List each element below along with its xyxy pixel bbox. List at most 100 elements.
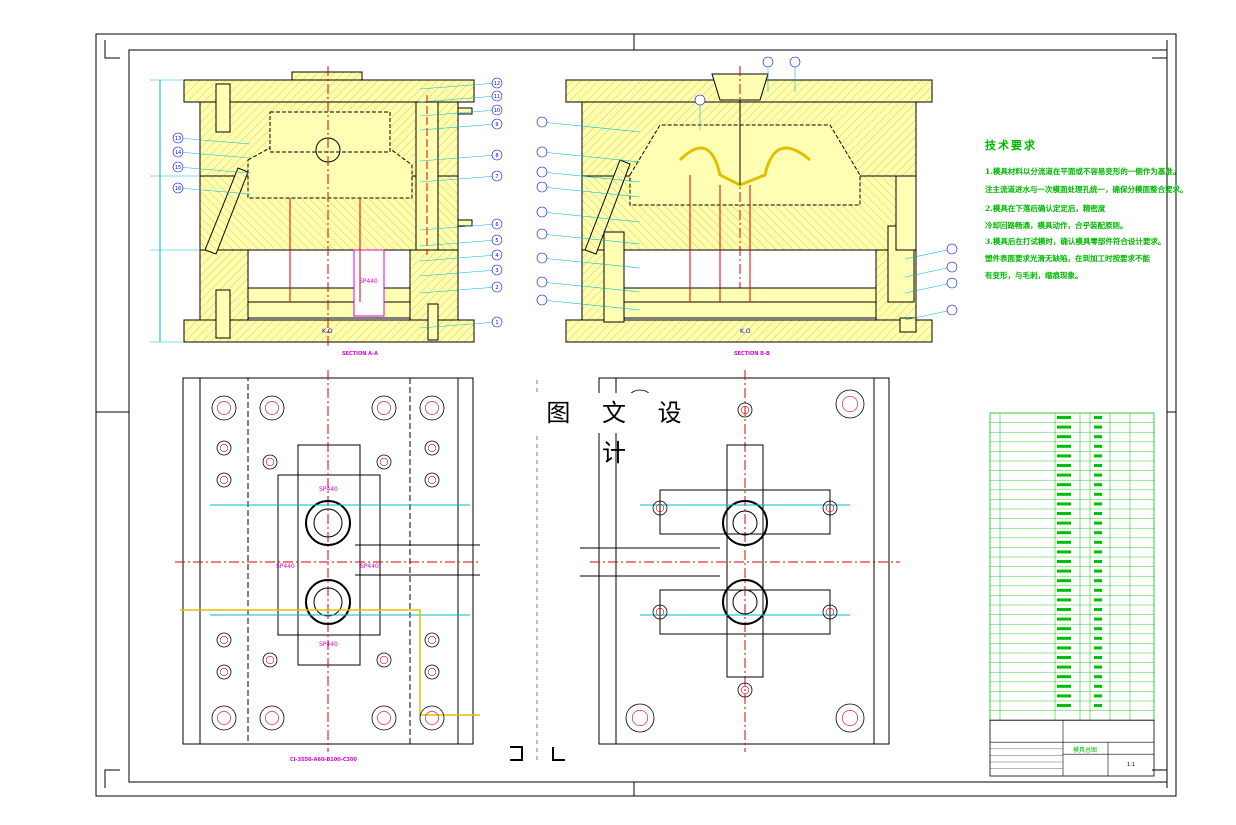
bolt-hole bbox=[376, 454, 392, 470]
sp-label-plan-3: SP440 bbox=[360, 563, 379, 570]
bom-row bbox=[1057, 569, 1102, 573]
balloon-29 bbox=[536, 252, 641, 269]
balloon-15: 15 bbox=[172, 161, 251, 174]
balloon-number: 13 bbox=[175, 136, 181, 142]
bolt-hole bbox=[424, 440, 440, 456]
balloon-30 bbox=[536, 276, 641, 293]
balloon-25 bbox=[536, 166, 641, 183]
bom-row bbox=[1057, 704, 1102, 707]
balloon-6: 6 bbox=[419, 218, 503, 231]
balloon-number: 14 bbox=[175, 150, 181, 156]
sp-label-section: SP440 bbox=[359, 278, 378, 285]
section-b-title: SECTION B-B bbox=[734, 351, 770, 357]
tech-requirements-heading: 技术要求 bbox=[985, 139, 1037, 152]
ko-label-right: K.O bbox=[740, 328, 751, 335]
balloon-number: 8 bbox=[495, 153, 498, 159]
balloon-3: 3 bbox=[419, 264, 503, 277]
balloon-number: 2 bbox=[495, 285, 498, 291]
bom-row bbox=[1057, 416, 1102, 419]
balloon-10: 10 bbox=[419, 104, 503, 117]
bom-row bbox=[1057, 646, 1102, 650]
bolt-hole bbox=[211, 395, 237, 421]
balloon-number: 7 bbox=[495, 174, 498, 180]
balloon-17 bbox=[904, 304, 958, 321]
bom-row bbox=[1057, 598, 1102, 602]
bolt-hole bbox=[376, 652, 392, 668]
title-block-scale: 1:1 bbox=[1127, 762, 1135, 768]
bolt-hole bbox=[211, 705, 237, 731]
bom-row bbox=[1057, 617, 1102, 621]
balloon-number: 6 bbox=[495, 222, 498, 228]
bolt-hole bbox=[822, 500, 838, 516]
bom-row bbox=[1057, 694, 1102, 698]
bolt-hole bbox=[419, 705, 445, 731]
bom-row bbox=[1057, 665, 1102, 669]
balloon-4: 4 bbox=[419, 249, 503, 262]
balloon-2: 2 bbox=[419, 281, 503, 294]
section-note: CI-3550-A60-B100-C300 bbox=[290, 757, 357, 763]
bolt-hole bbox=[371, 705, 397, 731]
sp-label-plan-1: SP440 bbox=[319, 486, 338, 493]
bolt-hole bbox=[822, 604, 838, 620]
bolt-hole bbox=[424, 664, 440, 680]
bolt-hole bbox=[835, 389, 865, 419]
balloon-19 bbox=[904, 261, 958, 278]
bom-row bbox=[1057, 492, 1102, 496]
bom-row bbox=[1057, 560, 1102, 563]
balloon-number: 9 bbox=[495, 122, 498, 128]
balloons-right bbox=[536, 56, 958, 321]
balloon-12: 12 bbox=[419, 77, 503, 90]
bom-row bbox=[1057, 579, 1102, 583]
balloon-number: 15 bbox=[175, 165, 181, 171]
bolt-hole bbox=[652, 604, 668, 620]
tech-line-5: 3.模具后在打试模时，确认模具零部件符合设计要求。 bbox=[985, 237, 1166, 246]
balloon-16: 16 bbox=[172, 182, 251, 195]
balloon-9: 9 bbox=[419, 118, 503, 131]
balloon-number: 12 bbox=[494, 81, 500, 87]
tech-line-3: 2.模具在下落后确认定定后，精密度 bbox=[985, 204, 1106, 213]
balloon-number: 1 bbox=[495, 320, 498, 326]
bom-row bbox=[1057, 464, 1102, 467]
plan-left-holes bbox=[211, 395, 445, 731]
bolt-hole bbox=[262, 652, 278, 668]
tech-line-7: 有变形，与毛刺，缩痕现象。 bbox=[985, 271, 1083, 280]
bolt-hole bbox=[737, 682, 753, 698]
balloon-7: 7 bbox=[419, 170, 503, 183]
bolt-hole bbox=[259, 705, 285, 731]
balloon-26 bbox=[536, 181, 641, 198]
section-view-b bbox=[565, 66, 933, 343]
bolt-hole bbox=[216, 664, 232, 680]
balloon-23 bbox=[536, 116, 641, 133]
bolt-hole bbox=[625, 703, 655, 733]
bolt-hole bbox=[424, 632, 440, 648]
tech-line-2: 注主流道进水与一次模面处理孔统一，确保分模面整合要求。 bbox=[985, 185, 1188, 194]
bom-row bbox=[1057, 502, 1102, 506]
bolt-hole bbox=[652, 500, 668, 516]
section-a-title: SECTION A-A bbox=[342, 351, 378, 357]
overlay-title: 图 文 设 计 bbox=[530, 393, 710, 467]
bom-row bbox=[1057, 531, 1102, 535]
ko-label-left: K.O bbox=[322, 328, 333, 335]
balloon-number: 4 bbox=[495, 253, 498, 259]
balloon-13: 13 bbox=[172, 132, 251, 145]
bom-row bbox=[1057, 512, 1102, 515]
bom-row bbox=[1057, 656, 1102, 659]
plan-view-left bbox=[175, 370, 480, 752]
bom-row bbox=[1057, 627, 1102, 631]
balloon-32 bbox=[694, 94, 706, 130]
tech-line-1: 1.模具材料以分流道在平面或不容易变形的一侧作为基准。 bbox=[985, 167, 1181, 176]
balloon-21 bbox=[762, 56, 774, 92]
bom-row bbox=[1057, 444, 1102, 448]
bolt-hole bbox=[371, 395, 397, 421]
tech-line-6: 塑件表面要求光滑无缺陷，在到加工时按要求不能 bbox=[985, 254, 1150, 263]
balloon-27 bbox=[536, 206, 641, 223]
bom-row bbox=[1057, 684, 1102, 688]
bom-row bbox=[1057, 483, 1102, 487]
balloon-11: 11 bbox=[419, 90, 503, 103]
bom-row bbox=[1057, 540, 1102, 544]
balloon-31 bbox=[536, 294, 641, 311]
balloon-20 bbox=[904, 243, 958, 260]
